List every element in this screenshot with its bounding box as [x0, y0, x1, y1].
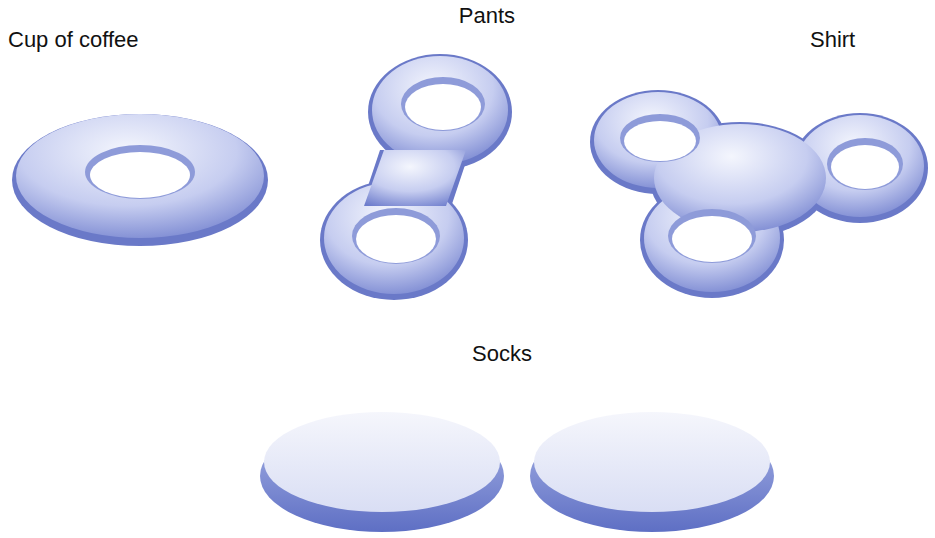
object-label: Cup of coffee [8, 28, 138, 52]
disc [260, 412, 504, 532]
torus [12, 114, 268, 246]
object-label: Shirt [810, 28, 855, 52]
object-label: Socks [472, 342, 532, 366]
double-torus [320, 54, 512, 300]
triple-torus [590, 90, 928, 298]
object-label: Pants [459, 4, 515, 28]
disc [530, 412, 774, 532]
